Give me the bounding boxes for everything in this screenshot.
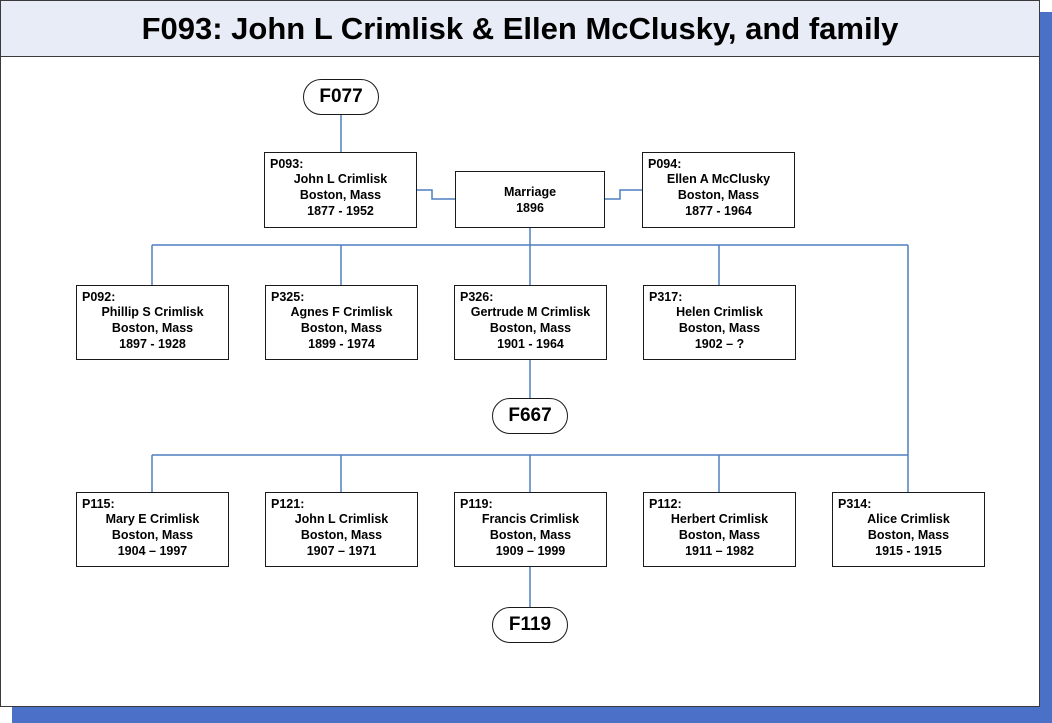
- person-dates: 1877 - 1964: [685, 204, 752, 218]
- person-dates: 1877 - 1952: [307, 204, 374, 218]
- person-id: P326:: [460, 290, 494, 304]
- person-name: Phillip S Crimlisk: [101, 305, 204, 319]
- family-node-child[interactable]: F119: [492, 607, 568, 643]
- person-name: John L Crimlisk: [294, 512, 389, 526]
- person-box-child[interactable]: P115: Mary E Crimlisk Boston, Mass 1904 …: [76, 492, 229, 567]
- person-name: Herbert Crimlisk: [670, 512, 769, 526]
- person-name: Agnes F Crimlisk: [290, 305, 393, 319]
- person-id: P317:: [649, 290, 683, 304]
- person-place: Boston, Mass: [678, 528, 761, 542]
- person-id: P094:: [648, 157, 682, 171]
- person-box-child[interactable]: P112: Herbert Crimlisk Boston, Mass 1911…: [643, 492, 796, 567]
- marriage-box: Marriage 1896: [455, 171, 605, 228]
- person-id: P092:: [82, 290, 116, 304]
- person-id: P121:: [271, 497, 305, 511]
- family-node-parent[interactable]: F077: [303, 79, 379, 115]
- person-dates: 1902 – ?: [694, 337, 745, 351]
- person-place: Boston, Mass: [299, 188, 382, 202]
- person-dates: 1915 - 1915: [875, 544, 942, 558]
- person-place: Boston, Mass: [300, 528, 383, 542]
- person-name: Helen Crimlisk: [676, 305, 763, 319]
- person-box-child[interactable]: P121: John L Crimlisk Boston, Mass 1907 …: [265, 492, 418, 567]
- person-id: P115:: [82, 497, 115, 511]
- person-place: Boston, Mass: [300, 321, 383, 335]
- marriage-year: 1896: [516, 201, 544, 215]
- person-place: Boston, Mass: [867, 528, 950, 542]
- person-box-wife[interactable]: P094: Ellen A McClusky Boston, Mass 1877…: [642, 152, 795, 228]
- person-place: Boston, Mass: [678, 321, 761, 335]
- person-name: Gertrude M Crimlisk: [470, 305, 591, 319]
- person-id: P325:: [271, 290, 305, 304]
- person-dates: 1901 - 1964: [497, 337, 564, 351]
- page-title: F093: John L Crimlisk & Ellen McClusky, …: [1, 1, 1039, 57]
- person-place: Boston, Mass: [489, 321, 572, 335]
- person-box-child[interactable]: P325: Agnes F Crimlisk Boston, Mass 1899…: [265, 285, 418, 360]
- person-place: Boston, Mass: [111, 528, 194, 542]
- person-dates: 1897 - 1928: [119, 337, 186, 351]
- marriage-label: Marriage: [503, 185, 557, 199]
- person-name: Mary E Crimlisk: [105, 512, 200, 526]
- person-box-child[interactable]: P092: Phillip S Crimlisk Boston, Mass 18…: [76, 285, 229, 360]
- person-id: P093:: [270, 157, 304, 171]
- person-box-child[interactable]: P314: Alice Crimlisk Boston, Mass 1915 -…: [832, 492, 985, 567]
- person-box-child[interactable]: P119: Francis Crimlisk Boston, Mass 1909…: [454, 492, 607, 567]
- person-id: P112:: [649, 497, 682, 511]
- person-dates: 1904 – 1997: [117, 544, 188, 558]
- person-name: Alice Crimlisk: [867, 512, 950, 526]
- person-dates: 1907 – 1971: [306, 544, 377, 558]
- person-name: John L Crimlisk: [293, 172, 388, 186]
- person-place: Boston, Mass: [111, 321, 194, 335]
- person-id: P314:: [838, 497, 872, 511]
- family-node-child[interactable]: F667: [492, 398, 568, 434]
- connector-husband-marriage: [417, 189, 455, 200]
- person-dates: 1909 – 1999: [495, 544, 566, 558]
- person-place: Boston, Mass: [489, 528, 572, 542]
- person-box-child[interactable]: P326: Gertrude M Crimlisk Boston, Mass 1…: [454, 285, 607, 360]
- person-box-husband[interactable]: P093: John L Crimlisk Boston, Mass 1877 …: [264, 152, 417, 228]
- person-id: P119:: [460, 497, 493, 511]
- person-dates: 1899 - 1974: [308, 337, 375, 351]
- person-name: Francis Crimlisk: [481, 512, 580, 526]
- connector-wife-marriage: [605, 189, 642, 200]
- person-dates: 1911 – 1982: [685, 544, 754, 558]
- person-name: Ellen A McClusky: [666, 172, 771, 186]
- person-place: Boston, Mass: [677, 188, 760, 202]
- person-box-child[interactable]: P317: Helen Crimlisk Boston, Mass 1902 –…: [643, 285, 796, 360]
